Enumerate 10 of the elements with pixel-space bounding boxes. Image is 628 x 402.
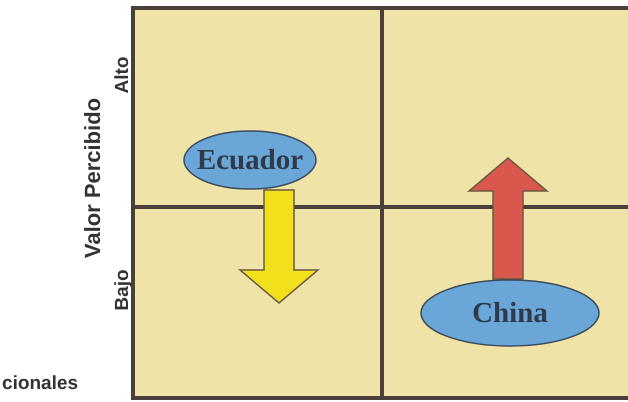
block-arrow bbox=[466, 157, 550, 280]
ellipse-node bbox=[420, 279, 600, 347]
country-label: Ecuador bbox=[196, 144, 304, 176]
axis-title: cionales bbox=[2, 373, 78, 395]
axis-title: Valor Percibido bbox=[80, 98, 106, 258]
ellipse-node bbox=[183, 130, 317, 190]
country-label: China bbox=[472, 296, 548, 330]
axis-level-label: Alto bbox=[112, 56, 134, 94]
block-arrow bbox=[238, 189, 320, 304]
axis-level-label: Bajo bbox=[112, 269, 134, 311]
